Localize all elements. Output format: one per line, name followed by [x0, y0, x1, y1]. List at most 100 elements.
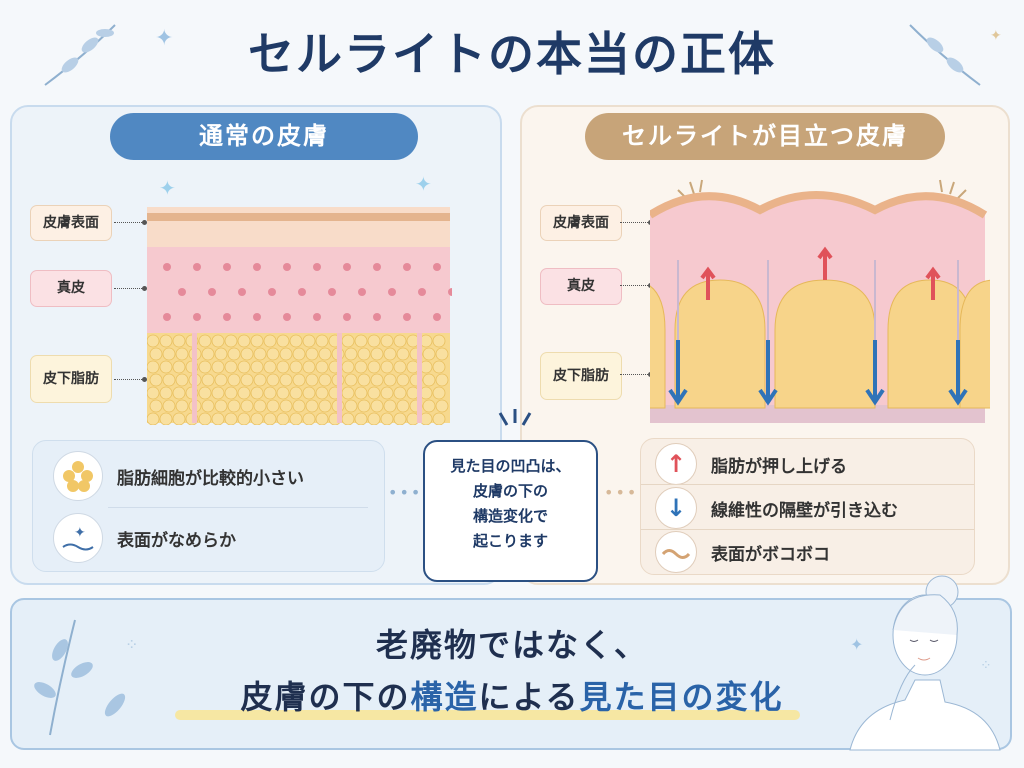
svg-text:✦: ✦	[155, 26, 173, 51]
fat-cell	[380, 360, 394, 374]
fat-cell	[147, 412, 160, 425]
dermis-cell	[373, 263, 381, 271]
fat-cell	[380, 386, 394, 400]
fat-cell	[315, 360, 329, 374]
fat-cell	[354, 386, 368, 400]
fat-cell	[175, 373, 189, 387]
note-line: 起こります	[472, 532, 548, 550]
label-skin-surface: 皮膚表面	[540, 205, 622, 241]
banner-text: による	[478, 678, 580, 716]
fat-cell	[276, 386, 290, 400]
connector-dots: •••	[388, 483, 423, 502]
fat-cell	[227, 399, 241, 413]
fat-cell	[341, 334, 355, 348]
fat-cell	[292, 347, 306, 361]
fat-cell	[432, 412, 446, 425]
fat-cell	[289, 334, 303, 348]
dermis-cell	[403, 313, 411, 321]
fat-cell	[263, 386, 277, 400]
banner-line-1: 老廃物ではなく、	[375, 626, 648, 664]
dermis-cell	[253, 263, 261, 271]
fat-cell	[380, 412, 394, 425]
fat-cell	[279, 373, 293, 387]
fat-cell	[357, 399, 371, 413]
fat-cell	[396, 399, 410, 413]
fat-cell	[396, 373, 410, 387]
leader-line	[620, 220, 653, 225]
dermis-cell	[223, 313, 231, 321]
arrow-up-icon: ↑	[655, 443, 697, 485]
fat-cell	[302, 334, 316, 348]
fat-cell	[367, 334, 381, 348]
banner-text: 皮膚の下の	[240, 678, 411, 716]
note-line: 皮膚の下の	[472, 482, 548, 500]
fat-cell	[396, 347, 410, 361]
dermis-cell	[343, 313, 351, 321]
fat-cell	[149, 399, 163, 413]
cellulite-skin-header: セルライトが目立つ皮膚	[585, 113, 945, 160]
fat-cell	[224, 386, 238, 400]
dermis-cell	[433, 263, 441, 271]
fat-cell	[237, 334, 251, 348]
fat-cell	[198, 386, 212, 400]
feature-item: 脂肪細胞が比較的小さい	[53, 451, 304, 501]
fat-cell	[276, 412, 290, 425]
sparkle-icon: ✦	[415, 175, 432, 196]
fat-cell	[198, 412, 212, 425]
septum	[417, 333, 422, 423]
fat-cell	[341, 412, 355, 425]
normal-skin-header: 通常の皮膚	[110, 113, 418, 160]
septum	[337, 333, 342, 423]
fat-cell	[211, 386, 225, 400]
fat-cell	[201, 373, 215, 387]
emphasis-lines-icon	[498, 409, 532, 426]
fat-cell	[279, 347, 293, 361]
dermis-cell	[403, 263, 411, 271]
label-subcutaneous-fat: 皮下脂肪	[30, 355, 112, 403]
dermis-cell	[298, 288, 306, 296]
fat-cell	[370, 399, 384, 413]
fat-cell	[422, 347, 436, 361]
fat-cell	[211, 334, 225, 348]
dermis-cell	[328, 288, 336, 296]
fat-cell	[432, 386, 446, 400]
fat-cell	[370, 347, 384, 361]
normal-skin-cross-section: ✦ ✦	[147, 175, 452, 425]
fat-lobe	[650, 285, 666, 409]
fat-cell	[432, 360, 446, 374]
fat-cell	[214, 347, 228, 361]
feature-text: 表面がなめらか	[117, 530, 236, 551]
dermis-cell	[358, 288, 366, 296]
feature-text: 脂肪細胞が比較的小さい	[117, 468, 304, 489]
fat-cell	[435, 347, 449, 361]
pull-down-arrow	[668, 340, 688, 406]
fat-cell	[432, 334, 446, 348]
fat-cell	[159, 334, 173, 348]
fat-cell	[250, 360, 264, 374]
dermis-cell	[448, 288, 452, 296]
label-subcutaneous-fat: 皮下脂肪	[540, 352, 622, 400]
pull-down-arrow	[865, 340, 885, 406]
fat-cell	[159, 412, 173, 425]
fat-cell	[276, 360, 290, 374]
fat-cell	[393, 386, 407, 400]
fat-cell	[305, 347, 319, 361]
fat-cell	[149, 347, 163, 361]
divider	[641, 529, 974, 530]
fat-cell	[162, 347, 176, 361]
fat-cell	[263, 360, 277, 374]
feature-text: 表面がボコボコ	[711, 544, 830, 565]
fat-cell	[237, 412, 251, 425]
fat-cell	[214, 399, 228, 413]
cellulite-skin-cross-section	[650, 179, 990, 423]
fat-cell	[354, 360, 368, 374]
fat-cell	[383, 399, 397, 413]
smooth-sparkle-icon: ✦	[53, 513, 103, 563]
fat-cell	[172, 412, 186, 425]
woman-illustration: ✦⁘	[849, 575, 1001, 751]
fat-cell	[237, 386, 251, 400]
divider	[641, 484, 974, 485]
fat-cell	[422, 373, 436, 387]
dermis-cell	[193, 313, 201, 321]
fat-cell	[162, 399, 176, 413]
